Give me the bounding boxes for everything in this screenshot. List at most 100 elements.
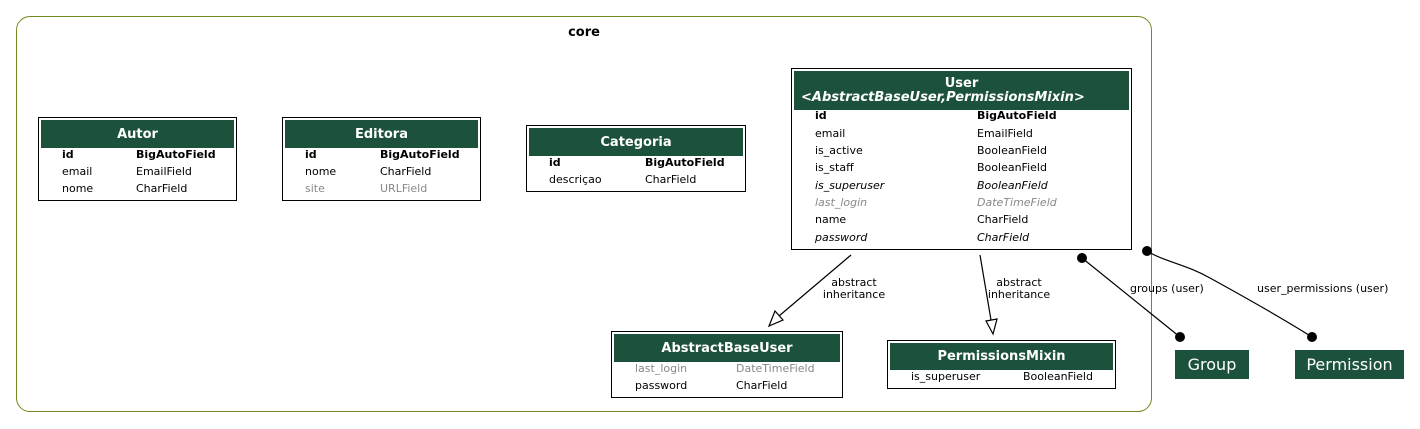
edge-label-line: inheritance [987, 288, 1051, 301]
edge-user-group [1077, 253, 1185, 342]
edge-user-permission [1142, 246, 1317, 342]
edge-user-permissions-mixin [979, 254, 998, 336]
model-autor-header: Autor [41, 120, 234, 148]
edge-label-abstract-inheritance: abstract inheritance [981, 277, 1057, 301]
edge-user-abstract-base-user [767, 254, 852, 328]
field-name: id [815, 109, 827, 122]
model-title: Editora [355, 126, 408, 142]
model-subtitle: <AbstractBaseUser,PermissionsMixin> [801, 89, 1085, 105]
field-name: id [62, 148, 74, 161]
core-cluster: core [16, 16, 1152, 412]
field-row: descriçao CharField [527, 171, 745, 188]
model-categoria[interactable]: Categoria id BigAutoField descriçao CharFi… [526, 125, 746, 192]
cluster-title: core [568, 25, 600, 40]
relation-dot-icon [1175, 332, 1185, 342]
field-name: is_active [815, 144, 863, 157]
field-name: last_login [815, 196, 868, 209]
model-group[interactable]: Group [1175, 350, 1249, 379]
field-row: is_superuser BooleanField [888, 368, 1115, 385]
model-permissions-mixin[interactable]: PermissionsMixin is_superuser BooleanFiel… [887, 340, 1116, 389]
field-name: id [549, 156, 561, 169]
field-row: email EmailField [792, 125, 1131, 142]
field-type: BigAutoField [645, 156, 725, 169]
model-title: Group [1187, 355, 1237, 374]
field-row: is_active BooleanField [792, 142, 1131, 159]
field-type: DateTimeField [977, 196, 1057, 209]
inheritance-arrowhead-icon [767, 309, 785, 328]
model-permissions-mixin-header: PermissionsMixin [890, 343, 1113, 370]
field-row: email EmailField [39, 163, 236, 180]
field-row: site URLField [283, 180, 480, 197]
field-name: id [305, 148, 317, 161]
model-title: User [944, 75, 979, 91]
field-row: last_login DateTimeField [792, 194, 1131, 211]
edge-label-line: inheritance [822, 288, 886, 301]
relation-dot-icon [1077, 253, 1087, 263]
model-categoria-header: Categoria [529, 128, 743, 156]
model-autor[interactable]: Autor id BigAutoField email EmailField nom… [38, 117, 237, 201]
field-type: BigAutoField [380, 148, 460, 161]
field-row: id BigAutoField [792, 107, 1131, 124]
field-row: is_superuser BooleanField [792, 177, 1131, 194]
field-type: CharField [977, 213, 1029, 226]
field-name: password [815, 231, 868, 244]
field-row: nome CharField [283, 163, 480, 180]
model-title: Categoria [600, 134, 672, 150]
field-type: DateTimeField [736, 362, 815, 375]
edge-label-abstract-inheritance: abstract inheritance [816, 277, 892, 301]
model-title: PermissionsMixin [937, 349, 1066, 364]
field-name: name [815, 213, 847, 226]
model-title: AbstractBaseUser [661, 340, 793, 356]
relation-dot-icon [1307, 332, 1317, 342]
model-editora-header: Editora [285, 120, 478, 148]
field-name: password [635, 379, 688, 392]
model-user[interactable]: User <AbstractBaseUser,PermissionsMixin>… [791, 68, 1132, 250]
field-type: CharField [380, 165, 432, 178]
field-row: nome CharField [39, 180, 236, 197]
model-abstract-base-user[interactable]: AbstractBaseUser last_login DateTimeField… [611, 331, 843, 398]
field-name: is_staff [815, 161, 854, 174]
edge-label-groups: groups (user) [1130, 282, 1204, 295]
inheritance-arrowhead-icon [985, 318, 998, 336]
field-name: last_login [635, 362, 688, 375]
field-row: is_staff BooleanField [792, 159, 1131, 176]
field-row: id BigAutoField [39, 146, 236, 163]
edge-label-line: abstract [996, 276, 1042, 289]
field-row: last_login DateTimeField [612, 360, 842, 377]
relation-dot-icon [1142, 246, 1152, 256]
field-name: is_superuser [815, 179, 885, 192]
model-permission[interactable]: Permission [1295, 350, 1404, 379]
field-row: password CharField [792, 229, 1131, 246]
field-name: email [62, 165, 93, 178]
edge-label-line: abstract [831, 276, 877, 289]
model-editora[interactable]: Editora id BigAutoField nome CharField sit… [282, 117, 481, 201]
field-type: BooleanField [977, 144, 1047, 157]
field-name: is_superuser [911, 370, 981, 383]
field-type: BigAutoField [977, 109, 1057, 122]
model-title: Permission [1306, 355, 1393, 374]
field-type: BooleanField [977, 161, 1047, 174]
model-title: Autor [117, 126, 158, 142]
field-type: CharField [977, 231, 1030, 244]
field-type: CharField [136, 182, 188, 195]
field-type: BooleanField [1023, 370, 1093, 383]
field-type: EmailField [977, 127, 1033, 140]
field-name: nome [62, 182, 94, 195]
field-row: name CharField [792, 211, 1131, 228]
field-type: EmailField [136, 165, 192, 178]
model-abstract-base-user-header: AbstractBaseUser [614, 334, 840, 362]
field-name: nome [305, 165, 337, 178]
field-type: URLField [380, 182, 428, 195]
field-type: BigAutoField [136, 148, 216, 161]
field-row: id BigAutoField [527, 154, 745, 171]
field-row: id BigAutoField [283, 146, 480, 163]
field-type: CharField [645, 173, 697, 186]
field-name: site [305, 182, 325, 195]
field-type: CharField [736, 379, 788, 392]
field-name: email [815, 127, 846, 140]
edge-label-user-permissions: user_permissions (user) [1257, 282, 1389, 295]
field-row: password CharField [612, 377, 842, 394]
field-name: descriçao [549, 173, 602, 186]
field-type: BooleanField [977, 179, 1048, 192]
